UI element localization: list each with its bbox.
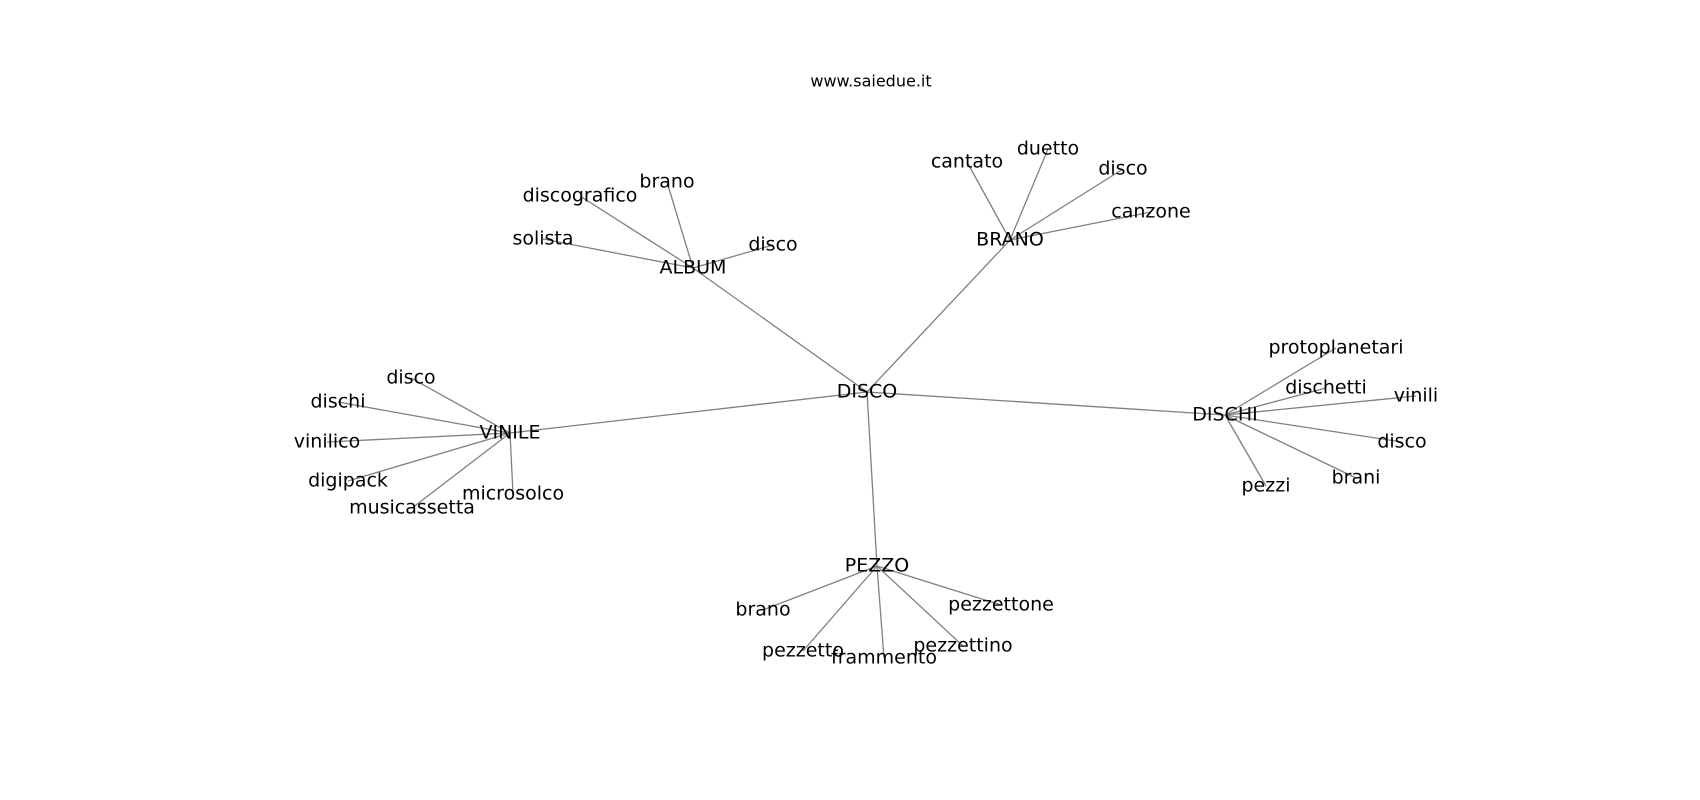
leaf-node-brano-cantato: cantato: [931, 151, 1003, 173]
leaf-node-dischi-protoplanetari: protoplanetari: [1268, 337, 1403, 359]
edge-vinile-musicassetta: [411, 432, 511, 509]
edge-vinile-vinilico: [326, 432, 511, 443]
leaf-node-album-disco: disco: [748, 234, 797, 256]
edge-pezzo-frammento: [876, 565, 885, 659]
leaf-node-vinile-dischi: dischi: [310, 391, 365, 413]
edge-dischi-brani: [1224, 414, 1357, 479]
leaf-node-vinile-vinilico: vinilico: [294, 431, 360, 453]
edge-album-disco: [692, 244, 774, 269]
leaf-node-brano-duetto: duetto: [1017, 138, 1079, 160]
edge-pezzo-pezzettone: [876, 565, 1002, 606]
leaf-node-album-brano: brano: [639, 171, 694, 193]
edge-disco-album: [692, 267, 868, 393]
leaf-node-pezzo-pezzettone: pezzettone: [948, 594, 1054, 616]
leaf-node-pezzo-frammento: frammento: [831, 647, 937, 669]
leaf-node-vinile-microsolco: microsolco: [462, 483, 564, 505]
leaf-node-dischi-vinili: vinili: [1394, 385, 1438, 407]
hub-node-vinile: VINILE: [479, 422, 540, 444]
hub-node-pezzo: PEZZO: [845, 555, 909, 577]
leaf-node-album-discografico: discografico: [523, 185, 638, 207]
leaf-node-dischi-disco: disco: [1377, 431, 1426, 453]
edge-album-discografico: [579, 195, 694, 269]
edge-brano-canzone: [1009, 211, 1152, 241]
edge-pezzo-pezzettino: [876, 565, 964, 647]
edge-pezzo-pezzetto: [802, 565, 878, 652]
edge-dischi-protoplanetari: [1224, 347, 1337, 416]
labels-layer: www.saiedue.it DISCOALBUMbranodiscografi…: [294, 72, 1438, 669]
edge-disco-dischi: [866, 391, 1226, 416]
edge-album-brano: [666, 181, 694, 269]
hub-node-brano: BRANO: [976, 229, 1044, 251]
edge-brano-cantato: [966, 161, 1011, 241]
leaf-node-brano-disco: disco: [1098, 158, 1147, 180]
hub-node-album: ALBUM: [660, 257, 727, 279]
hub-node-dischi: DISCHI: [1192, 404, 1257, 426]
leaf-node-brano-canzone: canzone: [1111, 201, 1190, 223]
leaf-node-vinile-disco: disco: [386, 367, 435, 389]
edge-dischi-dischetti: [1224, 387, 1327, 416]
source-caption: www.saiedue.it: [810, 72, 931, 91]
leaf-node-dischi-brani: brani: [1332, 467, 1381, 489]
leaf-node-pezzo-pezzetto: pezzetto: [762, 640, 844, 662]
edge-vinile-digipack: [347, 432, 511, 482]
leaf-node-dischi-pezzi: pezzi: [1242, 475, 1291, 497]
edge-vinile-dischi: [337, 401, 511, 434]
leaf-node-album-solista: solista: [512, 228, 573, 250]
edge-disco-pezzo: [866, 391, 878, 567]
edge-dischi-disco: [1224, 414, 1403, 443]
edge-dischi-pezzi: [1224, 414, 1267, 487]
edge-disco-brano: [866, 239, 1011, 393]
edge-dischi-vinili: [1224, 395, 1417, 416]
edge-vinile-disco: [410, 377, 511, 434]
leaf-node-pezzo-pezzettino: pezzettino: [913, 635, 1012, 657]
edge-pezzo-brano: [762, 565, 878, 611]
leaf-node-pezzo-brano: brano: [735, 599, 790, 621]
edge-brano-duetto: [1009, 148, 1049, 241]
leaf-node-vinile-musicassetta: musicassetta: [349, 497, 475, 519]
edge-disco-vinile: [509, 391, 868, 434]
edge-brano-disco: [1009, 168, 1124, 241]
leaf-node-dischi-dischetti: dischetti: [1285, 377, 1367, 399]
leaf-node-vinile-digipack: digipack: [308, 470, 388, 492]
edge-album-solista: [542, 238, 694, 269]
center-node-disco: DISCO: [837, 381, 898, 403]
edges-layer: [326, 148, 1417, 659]
edge-vinile-microsolco: [509, 432, 514, 495]
